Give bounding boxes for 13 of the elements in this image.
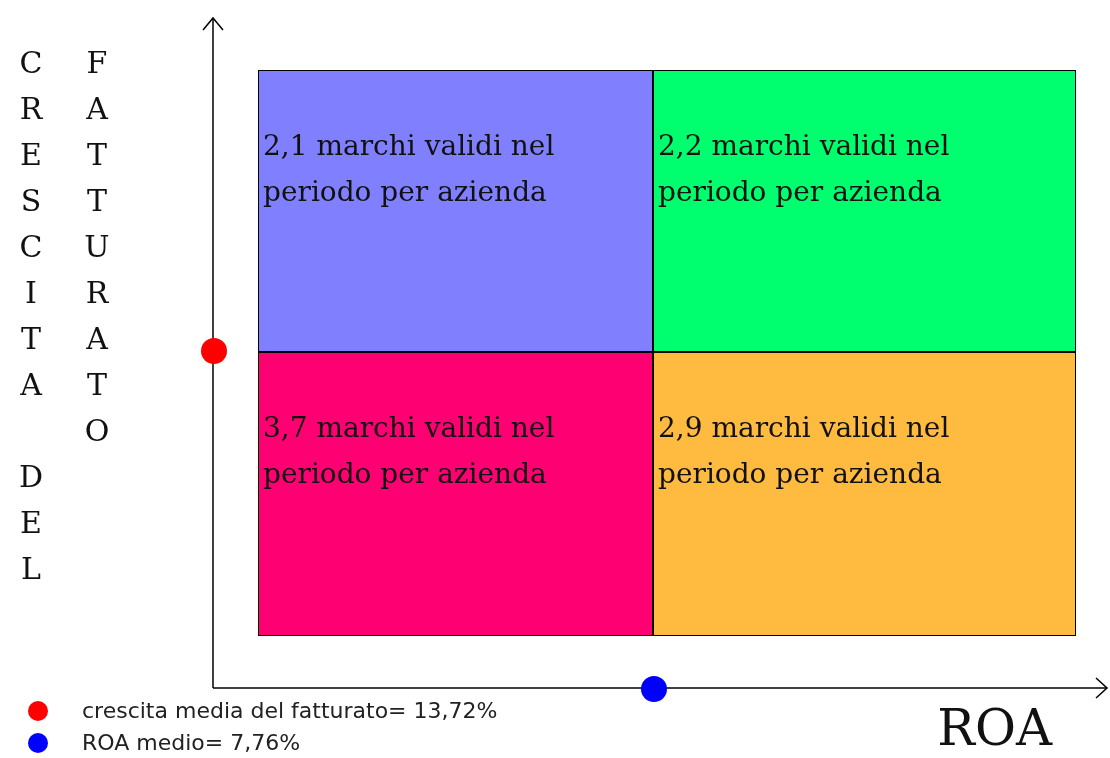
axis-title: ROA <box>937 698 1052 758</box>
quadrant-box <box>653 70 1076 352</box>
quadrant-box <box>258 352 653 636</box>
quadrant-text: 2,1 marchi validi nel periodo per azienda <box>263 128 556 210</box>
quadrant-text: 3,7 marchi validi nel periodo per azienda <box>263 410 556 492</box>
axis-title: FATTURATO <box>83 44 111 450</box>
axis-title: CRESCITA DEL <box>17 44 45 588</box>
quadrant-box <box>258 70 653 352</box>
quadrant-text: 2,2 marchi validi nel periodo per azienda <box>658 128 951 210</box>
quadrant-box <box>653 352 1076 636</box>
legend-text: crescita media del fatturato= 13,72% <box>82 698 498 723</box>
quadrant-text: 2,9 marchi validi nel periodo per azienda <box>658 410 951 492</box>
legend-text: ROA medio= 7,76% <box>82 730 301 755</box>
